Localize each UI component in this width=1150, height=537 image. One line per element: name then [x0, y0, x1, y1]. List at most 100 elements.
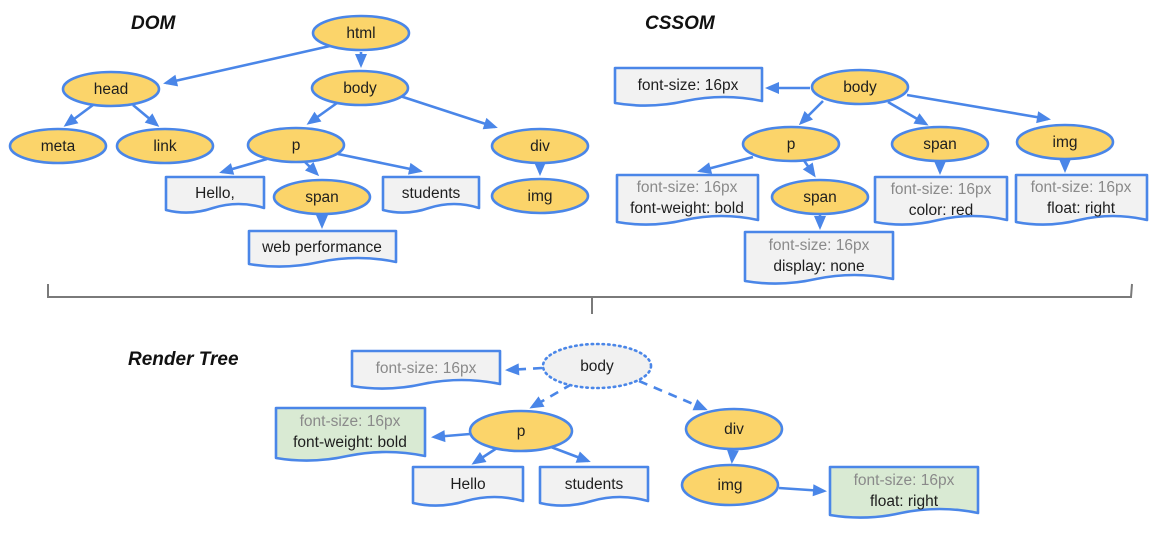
cssom-rule-span: font-size: 16px color: red [873, 175, 1009, 226]
cssom-rule-span-child: font-size: 16px display: none [743, 230, 895, 285]
cssom-node-p: p [741, 125, 841, 163]
dom-node-img-shape [490, 177, 590, 215]
dom-node-meta-label: meta [41, 138, 76, 155]
arrow-dom-body-to-p [306, 101, 338, 125]
arrow-rt-p-to-hello [471, 446, 498, 465]
dom-textnode-web-performance-label: web performance [261, 239, 382, 256]
dom-node-html: html [311, 14, 411, 52]
dom-textnode-students: students [381, 175, 481, 214]
cssom-rule-body: font-size: 16px [613, 66, 764, 107]
dom-node-div-label: div [530, 138, 550, 155]
dom-node-span-label: span [305, 189, 339, 206]
dom-node-html-shape [311, 14, 411, 52]
cssom-rule-span-child-shape [743, 230, 895, 285]
dom-node-p-label: p [292, 137, 301, 154]
rt-node-div-label: div [724, 421, 744, 438]
rt-node-div: div [684, 407, 784, 451]
rt-textnode-students-shape [538, 465, 650, 507]
rt-node-div-shape [684, 407, 784, 451]
arrow-cssom-p-to-spanchild [801, 158, 816, 178]
rt-rule-img: font-size: 16px float: right [828, 465, 980, 519]
arrow-rt-body-to-div [638, 379, 708, 411]
cssom-rule-p-line2: font-weight: bold [630, 200, 744, 217]
arrow-dom-html-to-head [163, 44, 331, 87]
rt-rule-p: font-size: 16px font-weight: bold [274, 406, 427, 462]
render-tree-section: Render Tree body p div img font- [128, 342, 980, 519]
dom-node-img-label: img [528, 188, 553, 205]
dom-node-img: img [490, 177, 590, 215]
cssom-node-span-child-shape [770, 178, 870, 216]
cssom-rule-span-child-line2: display: none [773, 258, 864, 275]
cssom-rule-span-child-line1: font-size: 16px [769, 237, 870, 254]
rt-node-body-shape [541, 342, 653, 390]
cssom-node-span: span [890, 125, 990, 163]
cssom-node-span-child: span [770, 178, 870, 216]
dom-node-p-shape [246, 126, 346, 164]
rt-rule-body-shape [350, 349, 502, 390]
render-tree-section-title: Render Tree [128, 349, 239, 370]
cssom-section-title: CSSOM [645, 13, 716, 34]
rt-rule-body-line1: font-size: 16px [376, 360, 477, 377]
cssom-rule-img-line1: font-size: 16px [1031, 179, 1132, 196]
cssom-node-span-label: span [923, 136, 957, 153]
arrow-rt-p-to-students [550, 445, 591, 463]
cssom-rule-span-line2: color: red [909, 202, 974, 219]
cssom-node-body-shape [810, 68, 910, 106]
cssom-node-span-shape [890, 125, 990, 163]
cssom-rule-img: font-size: 16px float: right [1014, 173, 1149, 226]
rt-textnode-students-label: students [565, 476, 624, 493]
dom-node-head-shape [61, 70, 161, 108]
arrow-rt-body-to-bodyrule [505, 363, 543, 376]
arrow-cssom-p-to-prule [697, 155, 754, 174]
dom-section: DOM html head body meta [8, 13, 590, 268]
dom-textnode-hello-label: Hello, [195, 185, 235, 202]
rt-node-body-label: body [580, 358, 614, 375]
arrow-cssom-body-to-p [798, 100, 824, 126]
cssom-rule-body-line1: font-size: 16px [638, 77, 739, 94]
arrow-dom-head-to-link [132, 104, 160, 127]
rt-textnode-hello-label: Hello [450, 476, 485, 493]
dom-node-head-label: head [94, 81, 128, 98]
rt-rule-body: font-size: 16px [350, 349, 502, 390]
rt-rule-p-line1: font-size: 16px [300, 413, 401, 430]
merge-bracket [47, 283, 1133, 314]
dom-node-link: link [115, 127, 215, 165]
cssom-rule-span-line1: font-size: 16px [891, 181, 992, 198]
cssom-rule-img-shape [1014, 173, 1149, 226]
cssom-node-img-label: img [1053, 134, 1078, 151]
dom-node-span: span [272, 178, 372, 216]
dom-textnode-hello-shape [164, 175, 266, 214]
cssom-node-span-child-label: span [803, 189, 837, 206]
cssom-node-p-label: p [787, 136, 796, 153]
rt-rule-img-line2: float: right [870, 493, 939, 510]
arrow-rt-img-to-imgrule [778, 484, 827, 497]
rt-node-p: p [468, 409, 574, 453]
dom-node-body-shape [310, 69, 410, 107]
rt-textnode-hello-shape [411, 465, 525, 507]
arrow-cssom-body-to-img [906, 93, 1051, 124]
dom-textnode-web-performance-shape [247, 229, 398, 268]
arrow-rt-body-to-p [529, 382, 573, 409]
rt-node-p-shape [468, 409, 574, 453]
rt-node-img-label: img [718, 477, 743, 494]
cssom-node-body: body [810, 68, 910, 106]
dom-node-p: p [246, 126, 346, 164]
dom-textnode-hello: Hello, [164, 175, 266, 214]
arrow-cssom-body-to-span [887, 100, 929, 126]
arrow-dom-head-to-meta [63, 103, 94, 127]
dom-node-meta-shape [8, 127, 108, 165]
dom-node-meta: meta [8, 127, 108, 165]
arrow-rt-div-to-img [726, 448, 739, 464]
dom-node-div: div [490, 127, 590, 165]
arrow-dom-body-to-div [399, 94, 498, 130]
rt-rule-p-line2: font-weight: bold [293, 434, 407, 451]
cssom-node-img: img [1015, 123, 1115, 161]
dom-textnode-students-shape [381, 175, 481, 214]
arrow-rt-p-to-prule [431, 430, 471, 443]
dom-node-link-label: link [153, 138, 177, 155]
arrow-dom-p-to-students [337, 152, 423, 175]
dom-node-body: body [310, 69, 410, 107]
cssom-section: CSSOM body p span img span [613, 13, 1149, 285]
